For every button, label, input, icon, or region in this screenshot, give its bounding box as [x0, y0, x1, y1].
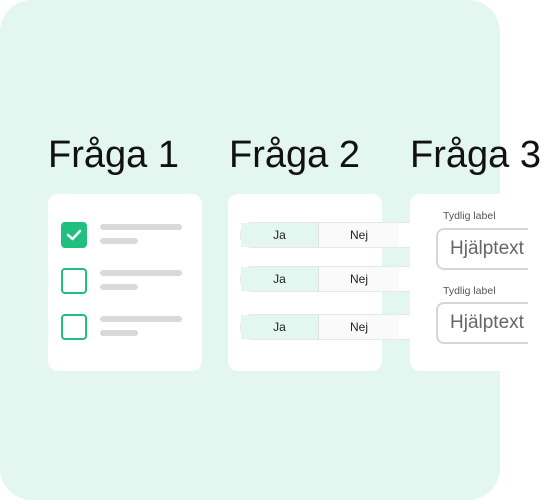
text-field[interactable]: Hjälptext: [436, 228, 528, 270]
option-text-line: [100, 316, 182, 322]
question-3-card: Tydlig label Hjälptext Tydlig label Hjäl…: [410, 194, 528, 371]
field-placeholder: Hjälptext: [450, 238, 524, 259]
option-text-line: [100, 224, 182, 230]
option-subtext-line: [100, 284, 138, 290]
checkbox-checked[interactable]: [61, 222, 87, 248]
yes-option[interactable]: Ja: [241, 267, 319, 291]
yes-option[interactable]: Ja: [241, 315, 319, 339]
checkbox-option-1[interactable]: [61, 222, 201, 248]
field-label: Tydlig label: [443, 285, 496, 297]
field-placeholder: Hjälptext: [450, 312, 524, 333]
yes-no-toggle: Ja Nej: [240, 222, 412, 248]
yes-no-toggle: Ja Nej: [240, 314, 412, 340]
checkbox-unchecked[interactable]: [61, 314, 87, 340]
no-option[interactable]: Nej: [319, 223, 399, 247]
text-field[interactable]: Hjälptext: [436, 302, 528, 344]
yes-no-toggle: Ja Nej: [240, 266, 412, 292]
question-3-title: Fråga 3: [410, 134, 541, 176]
no-option[interactable]: Nej: [319, 267, 399, 291]
field-label: Tydlig label: [443, 210, 496, 222]
option-text-line: [100, 270, 182, 276]
no-option[interactable]: Nej: [319, 315, 399, 339]
question-2-card: Ja Nej Ja Nej Ja Nej: [228, 194, 412, 371]
question-1-title: Fråga 1: [48, 134, 179, 176]
option-subtext-line: [100, 330, 138, 336]
question-1-card: [48, 194, 202, 371]
yes-option[interactable]: Ja: [241, 223, 319, 247]
checkmark-icon: [66, 229, 82, 241]
checkbox-option-2[interactable]: [61, 268, 201, 294]
question-2-title: Fråga 2: [229, 134, 360, 176]
checkbox-unchecked[interactable]: [61, 268, 87, 294]
checkbox-option-3[interactable]: [61, 314, 201, 340]
option-subtext-line: [100, 238, 138, 244]
